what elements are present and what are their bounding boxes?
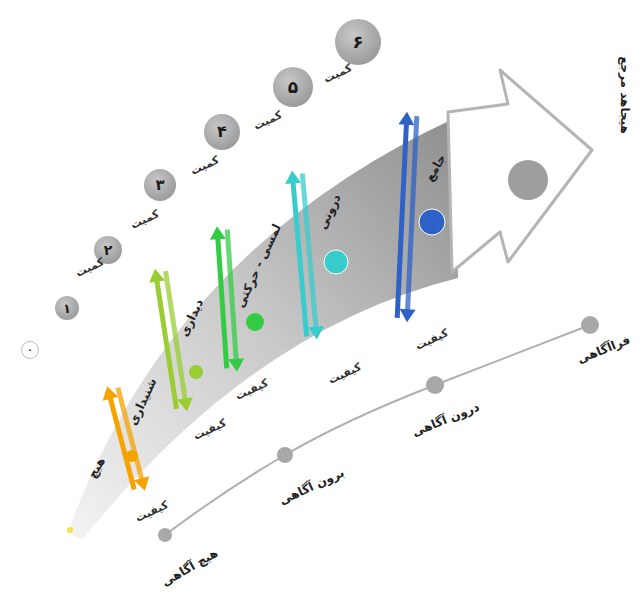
stage-dot	[189, 365, 203, 379]
awareness-dot	[277, 447, 293, 463]
stage-number-circle: ۵	[273, 67, 313, 107]
arrow-head	[228, 358, 244, 372]
quality-arrow	[302, 174, 316, 329]
awareness-curve	[165, 325, 590, 535]
reference-label: هیجاهد مرجع	[617, 56, 630, 134]
awareness-dot	[581, 316, 599, 334]
arrow-head	[285, 170, 301, 184]
quantity-label: کمیت	[74, 256, 106, 280]
quantity-label: کمیت	[189, 154, 221, 178]
awareness-level: فراآگاهی	[576, 333, 632, 366]
awareness-level: برون آگاهی	[278, 466, 347, 508]
stage-dot	[246, 313, 264, 331]
stage-number: ۶	[353, 33, 364, 51]
arrow-head	[134, 476, 149, 491]
awareness-level: درون آگاهی	[411, 401, 482, 440]
arrow-head	[210, 226, 226, 240]
stage-number-circle: ۱	[55, 296, 79, 320]
stage-dot	[419, 209, 445, 235]
quality-label: کیفیت	[134, 499, 171, 525]
quantity-label: کمیت	[252, 109, 284, 133]
awareness-dot	[158, 528, 172, 542]
arrow-head	[398, 112, 414, 125]
stage-dot	[324, 250, 348, 274]
arrow-head	[177, 397, 193, 411]
stage-number: ۱	[63, 302, 71, 315]
quantity-arrow	[397, 123, 406, 318]
stage-number-circle: ۳	[144, 169, 176, 201]
quality-label: کیفیت	[192, 417, 229, 443]
stage-number: ۴	[217, 124, 227, 140]
quality-label: کیفیت	[414, 327, 451, 353]
progress-arrow-body	[68, 118, 458, 540]
stage-dot	[508, 160, 548, 200]
stage-number-circle: ۰	[21, 341, 39, 359]
arrow-head	[308, 326, 324, 340]
stage-number: ۲	[104, 243, 113, 257]
arrow-head	[400, 309, 416, 322]
stage-dot	[67, 527, 73, 533]
stage-number-circle: ۶	[335, 19, 381, 65]
stage-number: ۳	[155, 178, 164, 193]
quality-label: کیفیت	[327, 361, 364, 387]
stage-number-circle: ۴	[204, 114, 240, 150]
stage-number: ۰	[27, 346, 33, 355]
quantity-arrow	[157, 280, 177, 409]
quantity-label: کمیت	[129, 208, 161, 232]
quality-arrow	[408, 116, 417, 311]
progress-arrow-head	[448, 70, 592, 272]
double-arrows	[103, 112, 417, 491]
quality-arrow	[227, 230, 236, 361]
arrow-head	[149, 269, 165, 283]
awareness-dot	[426, 376, 444, 394]
stage-number: ۵	[288, 79, 298, 96]
quantity-label: کمیت	[322, 62, 354, 86]
awareness-level: هیچ آگاهی	[160, 547, 220, 589]
quantity-arrow	[218, 237, 227, 368]
